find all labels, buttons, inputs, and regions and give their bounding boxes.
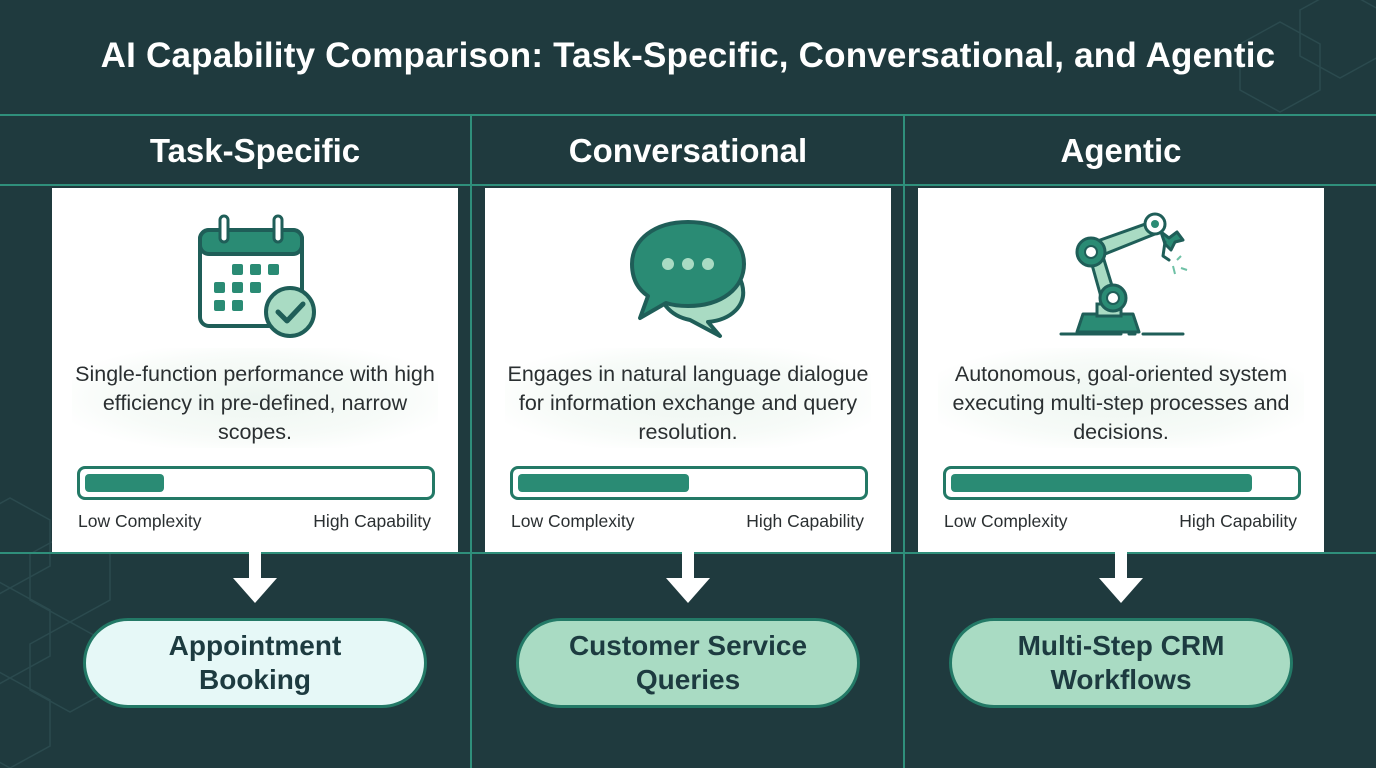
column-header-conversational: Conversational	[568, 132, 808, 169]
card-conversational: Engages in natural language dialogue for…	[485, 188, 891, 552]
chat-bubbles-icon	[485, 208, 891, 338]
capability-bar-task-specific	[77, 466, 435, 500]
card-task-specific: Single-function performance with high ef…	[52, 188, 458, 552]
page-title: AI Capability Comparison: Task-Specific,…	[100, 36, 1276, 75]
down-arrow-icon	[233, 552, 277, 603]
capability-bar-agentic	[943, 466, 1301, 500]
header-divider-bottom	[0, 184, 1376, 186]
capability-bar-conversational	[510, 466, 868, 500]
column-header-task-specific: Task-Specific	[149, 132, 361, 169]
bar-label-high: High Capability	[746, 511, 864, 531]
calendar-check-icon	[52, 208, 458, 338]
capability-bar-fill	[85, 474, 164, 492]
capability-bar-fill	[518, 474, 689, 492]
description-conversational: Engages in natural language dialogue for…	[507, 362, 869, 444]
capability-bar-fill	[951, 474, 1252, 492]
bar-label-high: High Capability	[1179, 511, 1297, 531]
column-divider-2	[903, 116, 905, 768]
bar-label-low: Low Complexity	[78, 511, 202, 531]
down-arrow-icon	[666, 552, 710, 603]
description-background	[938, 348, 1304, 448]
card-agentic: Autonomous, goal-oriented system executi…	[918, 188, 1324, 552]
robotic-arm-icon	[918, 208, 1324, 338]
description-background	[505, 348, 871, 448]
outcome-pill-task-specific: Appointment Booking	[83, 618, 427, 708]
description-background	[72, 348, 438, 448]
bar-label-low: Low Complexity	[944, 511, 1068, 531]
header-divider-top	[0, 114, 1376, 116]
description-agentic: Autonomous, goal-oriented system executi…	[952, 362, 1290, 444]
outcome-label: Customer Service Queries	[568, 630, 808, 695]
column-header-agentic: Agentic	[1060, 132, 1182, 169]
outcome-pill-conversational: Customer Service Queries	[516, 618, 860, 708]
description-task-specific: Single-function performance with high ef…	[75, 362, 435, 444]
outcome-label: Multi-Step CRM Workflows	[1017, 630, 1225, 695]
outcome-pill-agentic: Multi-Step CRM Workflows	[949, 618, 1293, 708]
bar-label-low: Low Complexity	[511, 511, 635, 531]
down-arrow-icon	[1099, 552, 1143, 603]
column-divider-1	[470, 116, 472, 768]
outcome-label: Appointment Booking	[168, 630, 342, 695]
bar-label-high: High Capability	[313, 511, 431, 531]
